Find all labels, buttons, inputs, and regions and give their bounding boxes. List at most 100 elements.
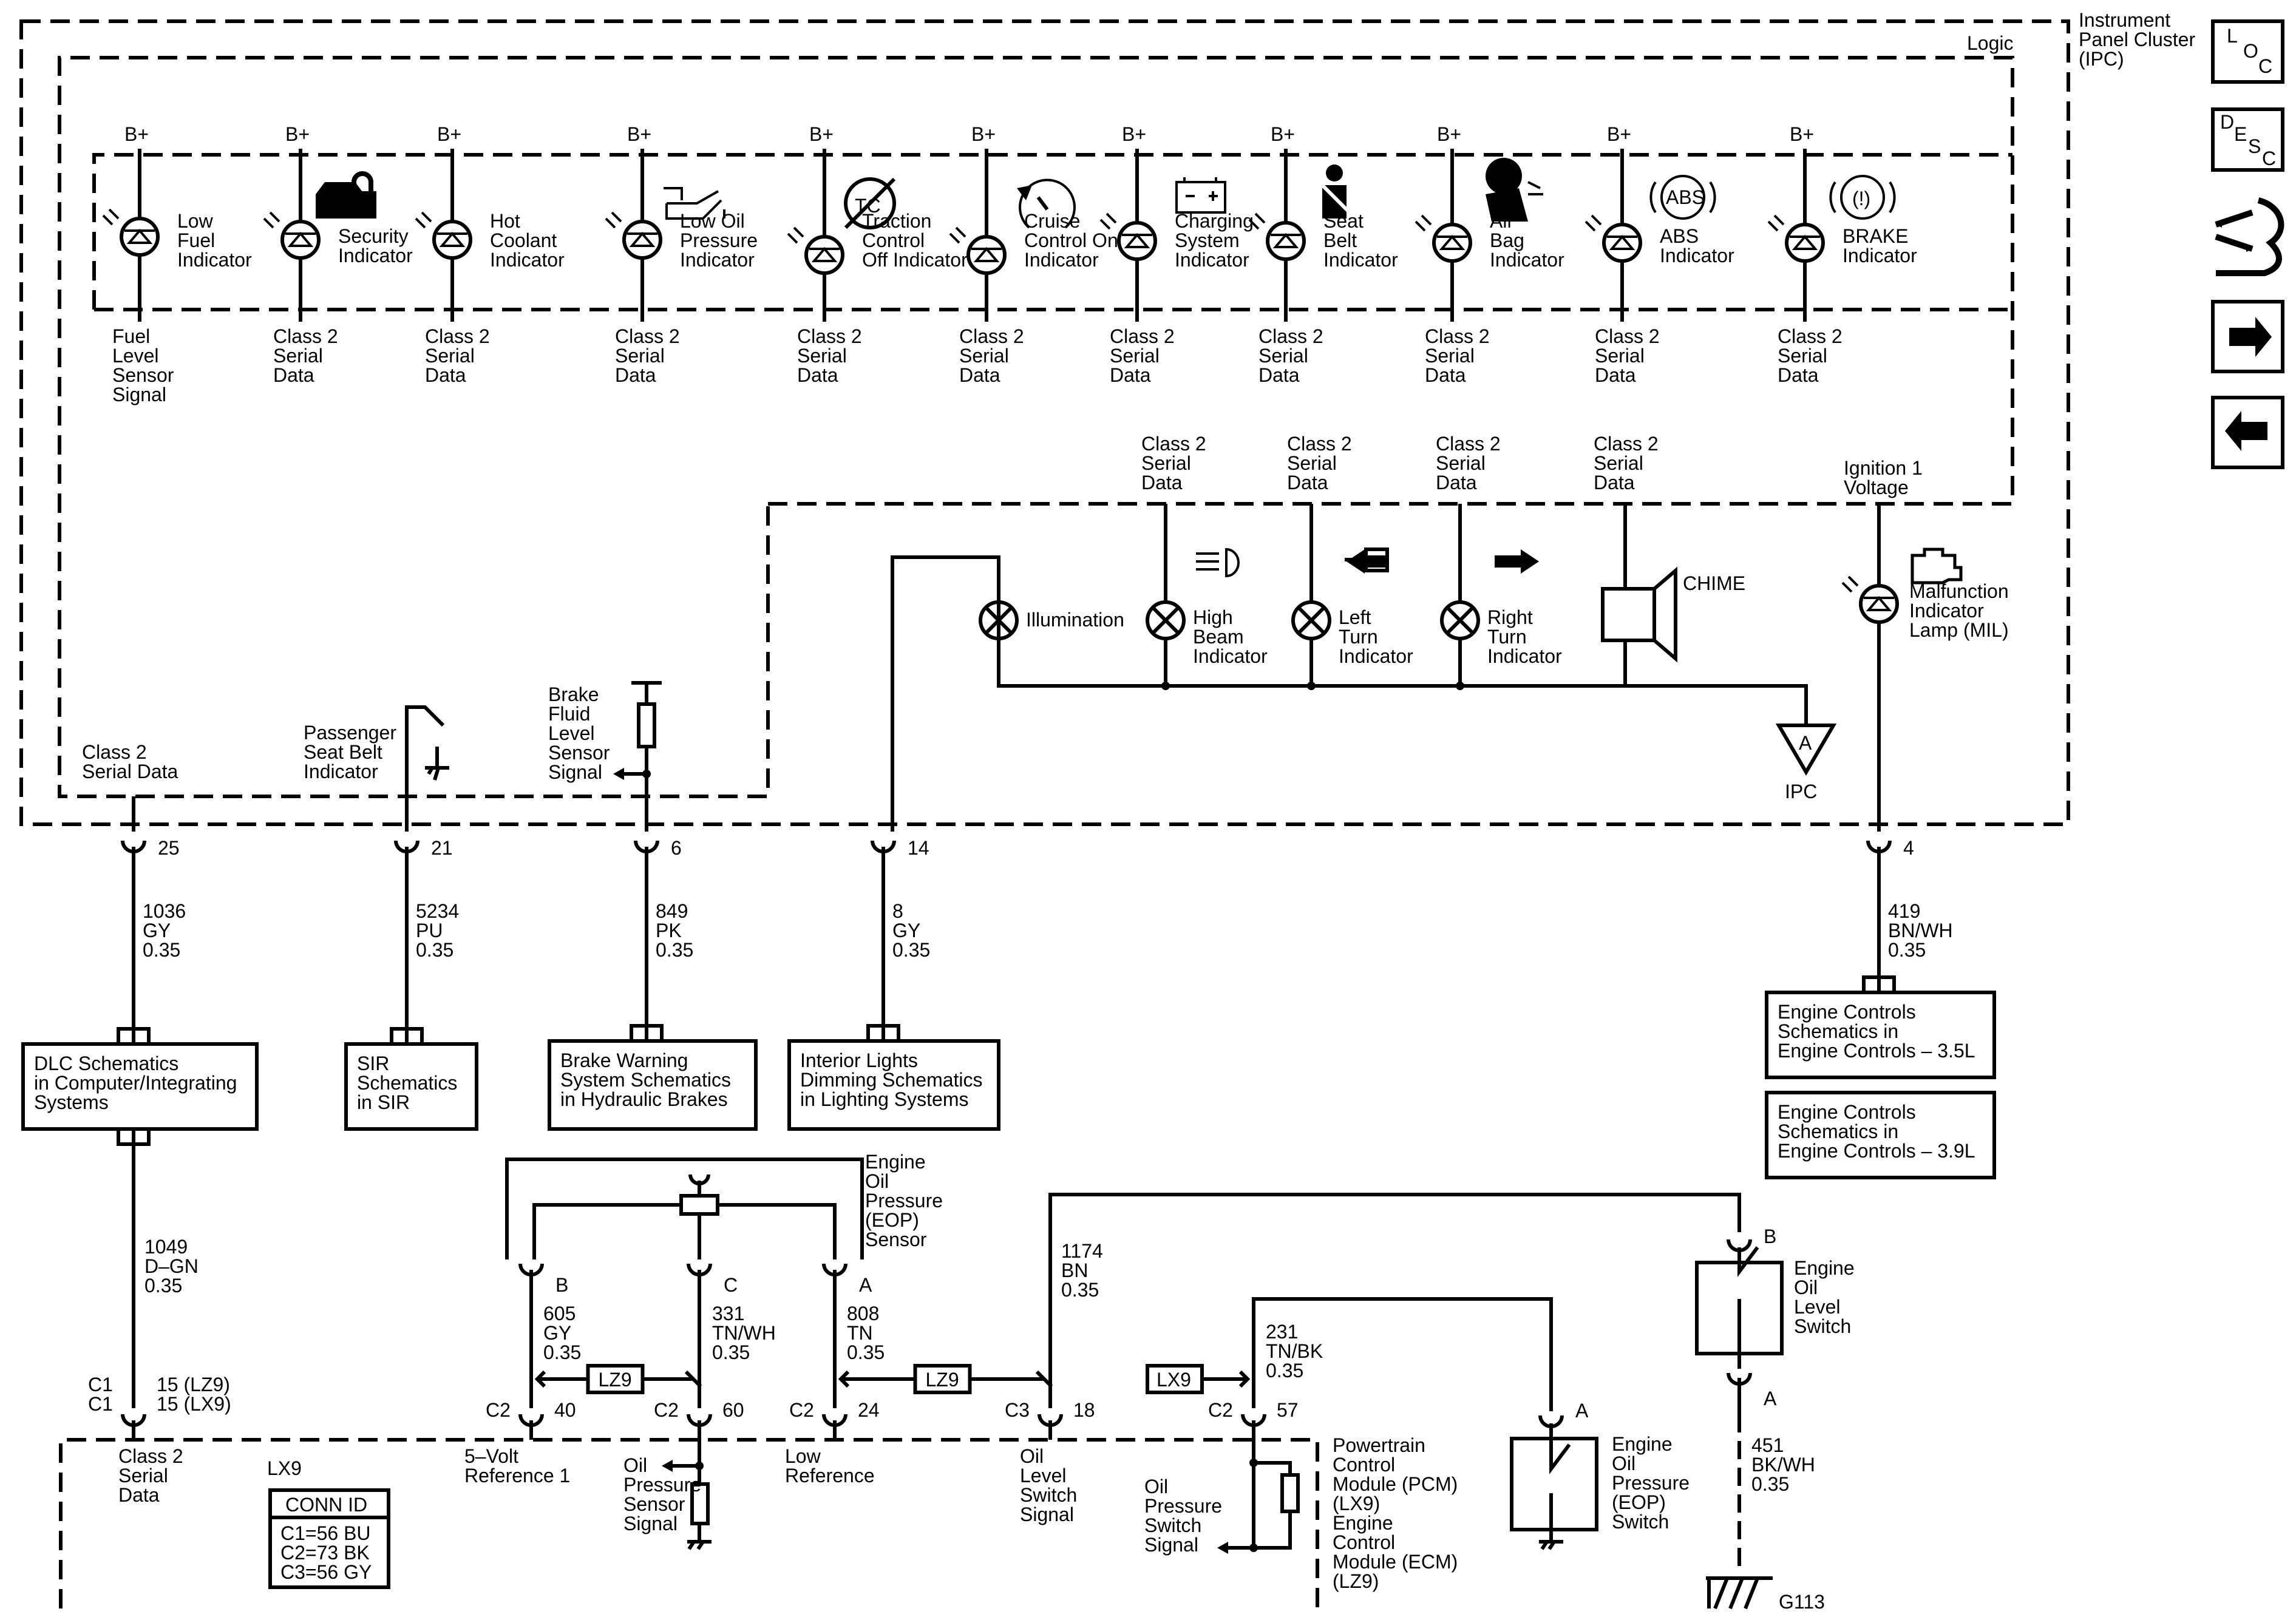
- indicator-signal: Class 2: [1110, 325, 1175, 347]
- pin-letter: A: [859, 1274, 872, 1296]
- lamp-name: Left: [1339, 606, 1371, 628]
- indicator-signal: Data: [797, 364, 838, 386]
- lamp-name: High: [1193, 606, 1233, 628]
- indicator-name: Coolant: [490, 229, 557, 251]
- ipc-connector-pins: 251036GY0.35215234PU0.356849PK0.35148GY0…: [121, 837, 1953, 989]
- desc-button[interactable]: D E S C: [2211, 107, 2284, 172]
- pcm-name-line: Control: [1333, 1531, 1395, 1553]
- pin-number: 4: [1903, 837, 1914, 859]
- loc-button[interactable]: L O C: [2211, 19, 2284, 84]
- svg-text:Level: Level: [548, 722, 595, 744]
- led-symbol: [1432, 223, 1472, 263]
- pin-number: 21: [431, 837, 453, 859]
- light-rays: [263, 211, 280, 229]
- svg-text:Indicator: Indicator: [1909, 600, 1984, 622]
- wire-label: 0.35: [712, 1341, 750, 1363]
- wire-label: 849: [656, 900, 688, 922]
- lamp-signal: Data: [1141, 472, 1183, 493]
- indicator-name: Bag: [1490, 229, 1524, 251]
- b-plus-label: B+: [1122, 123, 1146, 145]
- option-lz9: LZ9: [534, 1364, 702, 1394]
- svg-text:D: D: [2220, 111, 2234, 133]
- left-arrow-icon: [1347, 549, 1387, 574]
- svg-text:Indicator: Indicator: [304, 761, 378, 782]
- wire-label: 1036: [143, 900, 186, 922]
- level-switch-label: Level: [1794, 1296, 1841, 1318]
- lamp-signal: Class 2: [1141, 433, 1206, 455]
- wire-label: 331: [712, 1303, 744, 1324]
- svg-text:C: C: [2258, 55, 2272, 77]
- indicator-signal: Class 2: [1258, 325, 1323, 347]
- connector-id: C3: [1005, 1399, 1030, 1421]
- logic-label: Logic: [1967, 32, 2014, 54]
- indicator-name: Pressure: [680, 229, 758, 251]
- indicator-name: Belt: [1323, 229, 1357, 251]
- light-rays: [605, 211, 622, 229]
- option-label: LZ9: [599, 1369, 632, 1391]
- reference-text: in Hydraulic Brakes: [560, 1088, 728, 1110]
- indicator-signal: Class 2: [425, 325, 490, 347]
- pcm-signal-label: Low: [785, 1445, 821, 1467]
- pcm-name-line: (LX9): [1333, 1493, 1380, 1514]
- wire-label: TN/BK: [1266, 1340, 1323, 1362]
- indicator-signal: Level: [112, 345, 159, 367]
- wire-label: GY: [143, 920, 171, 941]
- reference-text: Engine Controls – 3.9L: [1778, 1140, 1975, 1162]
- reference-text: Engine Controls – 3.5L: [1778, 1040, 1975, 1062]
- svg-text:L: L: [2227, 25, 2238, 47]
- light-rays: [102, 208, 120, 226]
- wire-label: 0.35: [656, 939, 693, 961]
- eop-switch-label: Switch: [1612, 1511, 1669, 1533]
- svg-text:Data: Data: [1594, 472, 1635, 493]
- light-rays: [949, 226, 966, 244]
- engine-icon: [1911, 547, 1963, 585]
- ipc-title-line: Instrument: [2079, 9, 2170, 31]
- pin-number: 18: [1073, 1399, 1095, 1421]
- bulb-symbol: [1146, 600, 1186, 640]
- svg-text:Voltage: Voltage: [1844, 476, 1909, 498]
- wire-label: GY: [892, 920, 920, 941]
- pin-letter: A: [1764, 1388, 1777, 1409]
- svg-text:Serial Data: Serial Data: [82, 761, 178, 782]
- eop-sensor-label: Pressure: [865, 1190, 943, 1212]
- seatbelt-switch: [405, 705, 449, 832]
- next-page-button[interactable]: [2211, 300, 2284, 373]
- svg-text:Serial: Serial: [1594, 452, 1643, 474]
- connector-id: C2: [654, 1399, 679, 1421]
- wire-label: 0.35: [143, 939, 180, 961]
- indicator-signal: Data: [1110, 364, 1151, 386]
- svg-text:S: S: [2248, 135, 2261, 157]
- indicator-signal: Serial: [1258, 345, 1308, 367]
- option-lx9: LX9: [1146, 1364, 1251, 1394]
- reference-text: System Schematics: [560, 1069, 731, 1091]
- tools-icon[interactable]: [2215, 197, 2284, 276]
- pcm-signal-label: Pressure: [1144, 1495, 1222, 1517]
- pin-letter: B: [555, 1274, 568, 1296]
- pcm-name-line: Control: [1333, 1454, 1395, 1476]
- wire-label: 0.35: [543, 1341, 581, 1363]
- light-rays: [1584, 214, 1602, 232]
- lamp-1: Illumination: [979, 600, 1124, 686]
- eop-switch-label: Oil: [1612, 1453, 1635, 1474]
- wire-label: 0.35: [1751, 1473, 1789, 1495]
- previous-page-button[interactable]: [2211, 396, 2284, 469]
- lamp-signal: Serial: [1141, 452, 1191, 474]
- indicator-signal: Class 2: [273, 325, 338, 347]
- pcm-signal-label: Oil: [1020, 1445, 1044, 1467]
- wire-label: 605: [543, 1303, 576, 1324]
- wire-label: 0.35: [144, 1275, 182, 1297]
- b-plus-label: B+: [1607, 123, 1631, 145]
